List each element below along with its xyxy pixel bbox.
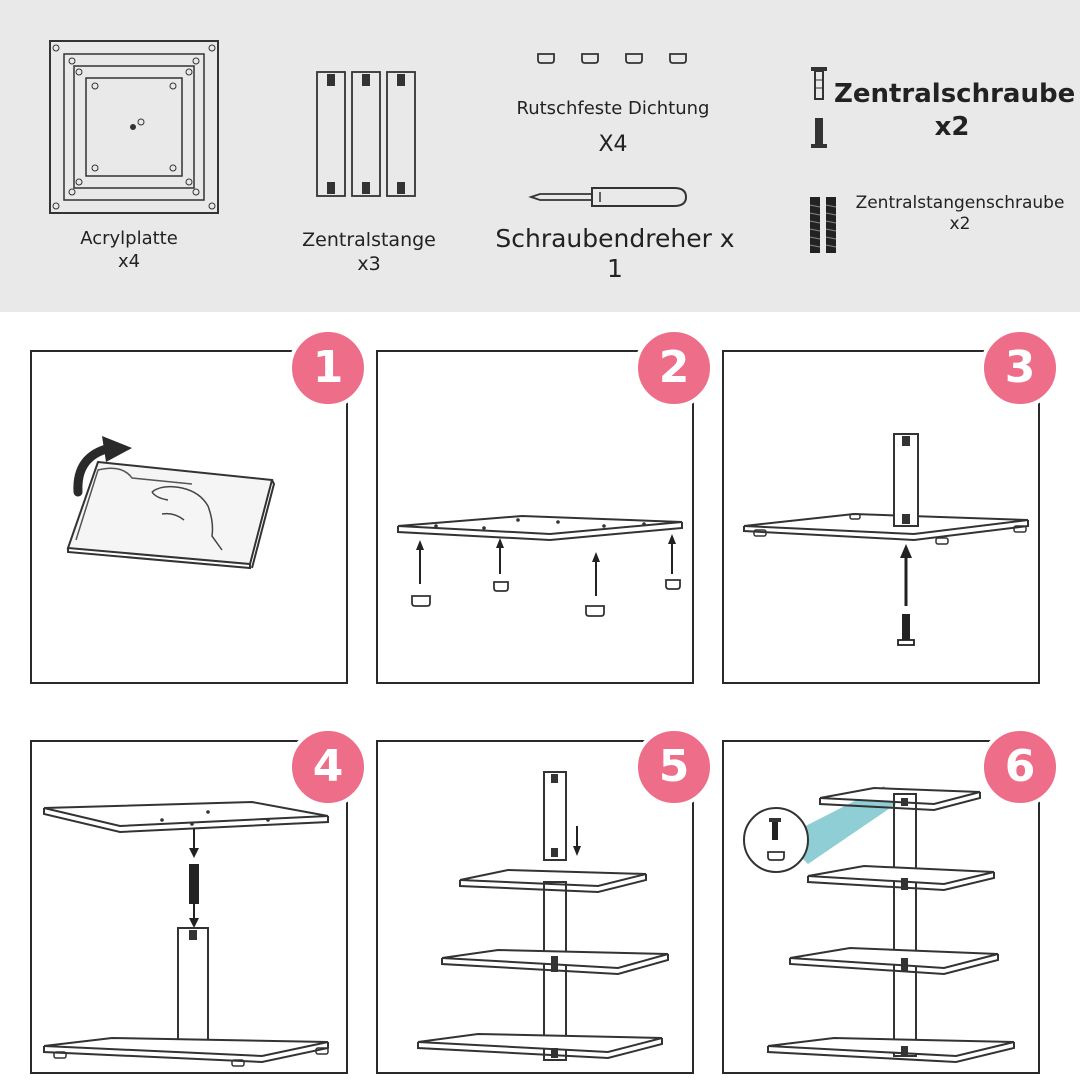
part-name: Acrylplatte [80,228,178,249]
part-screwdriver-label: Schraubendreher x 1 [495,224,735,283]
step-panel-3 [722,350,1040,684]
rod-screw-icon [809,197,837,253]
step-panel-5 [376,740,694,1074]
step-panel-4 [30,740,348,1074]
part-name: Rutschfeste Dichtung [516,98,710,119]
part-name: Zentralschraube [834,79,1076,109]
acrylic-plate-icon [49,40,219,214]
part-qty: X4 [598,131,628,157]
central-rod-icon [316,71,416,197]
step-panel-6 [722,740,1040,1074]
final-assembly-illustration [743,786,1015,1064]
stack-tiers-illustration [417,771,669,1061]
step-badge-2: 2 [634,328,714,408]
part-qty: x2 [949,214,971,235]
step-badge-4: 4 [288,727,368,807]
attach-pads-illustration [397,514,683,617]
step-badge-1: 1 [288,328,368,408]
part-central-rod-label: Zentralstange x3 [284,229,454,277]
step-badge-6: 6 [980,727,1060,807]
part-qty: 1 [607,253,623,283]
part-name: Zentralstangenschraube [855,193,1065,213]
screwdriver-icon [528,187,688,207]
part-acrylic-plate-label: Acrylplatte x4 [54,228,204,273]
step-badge-5: 5 [634,727,714,807]
anti-slip-pad-icon [537,53,687,64]
part-name: Zentralstange [302,229,436,251]
part-central-screw-label: Zentralschraube x2 [834,78,1076,143]
connect-rod-illustration [43,800,329,1067]
part-qty: x2 [934,111,970,142]
step-panel-1 [30,350,348,684]
step-badge-3: 3 [980,328,1060,408]
part-name: Schraubendreher x [495,224,735,253]
attach-rod-illustration [743,433,1029,646]
central-screw-icon [811,67,827,148]
part-anti-slip-pad-label: Rutschfeste Dichtung X4 [498,98,728,158]
part-qty: x3 [357,252,381,275]
parts-overview: Acrylplatte x4 Zentralstange x3 Rutschfe… [0,0,1080,312]
part-qty: x4 [117,250,141,272]
part-rod-screw-label: Zentralstangenschraube x2 [846,193,1074,236]
peel-film-illustration [66,436,276,570]
step-panel-2 [376,350,694,684]
